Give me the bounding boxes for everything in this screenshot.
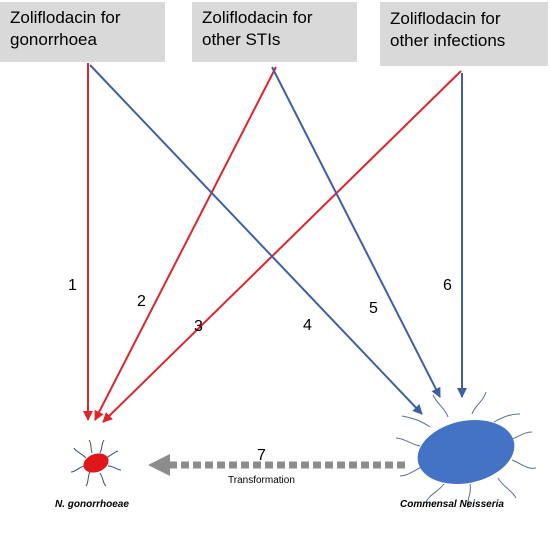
arrow-number-5: 5: [369, 300, 378, 317]
arrow-number-6: 6: [443, 277, 452, 294]
arrow-number-2: 2: [137, 293, 146, 310]
box-other-stis-line1: Zoliflodacin for: [202, 8, 313, 27]
arrow-number-7: 7: [257, 447, 266, 464]
box-gonorrhoea: Zoliflodacin for gonorrhoea: [0, 2, 165, 62]
box-other-infections-line2: other infections: [390, 31, 506, 50]
box-gonorrhoea-line2: gonorrhoea: [10, 30, 97, 49]
label-commensal-neisseria: Commensal Neisseria: [400, 499, 504, 510]
arrow-7-head: [148, 454, 170, 476]
red-bacterium-icon: [70, 439, 122, 487]
label-n-gonorrhoeae: N. gonorrhoeae: [55, 499, 129, 510]
blue-bacterium-icon: [395, 391, 537, 509]
box-other-stis-line2: other STIs: [202, 30, 281, 49]
box-other-infections-line1: Zoliflodacin for: [390, 9, 501, 28]
arrow-5: [271, 66, 441, 398]
arrow-number-1: 1: [68, 277, 77, 294]
arrow-3: [102, 70, 462, 423]
arrow-number-3: 3: [194, 318, 203, 335]
box-other-infections: Zoliflodacin for other infections: [380, 2, 548, 66]
box-other-stis: Zoliflodacin for other STIs: [192, 2, 357, 62]
transformation-label: Transformation: [228, 475, 295, 486]
box-gonorrhoea-line1: Zoliflodacin for: [10, 8, 121, 27]
arrow-number-4: 4: [303, 317, 312, 334]
arrow-4: [89, 64, 423, 415]
arrow-2: [94, 66, 277, 421]
